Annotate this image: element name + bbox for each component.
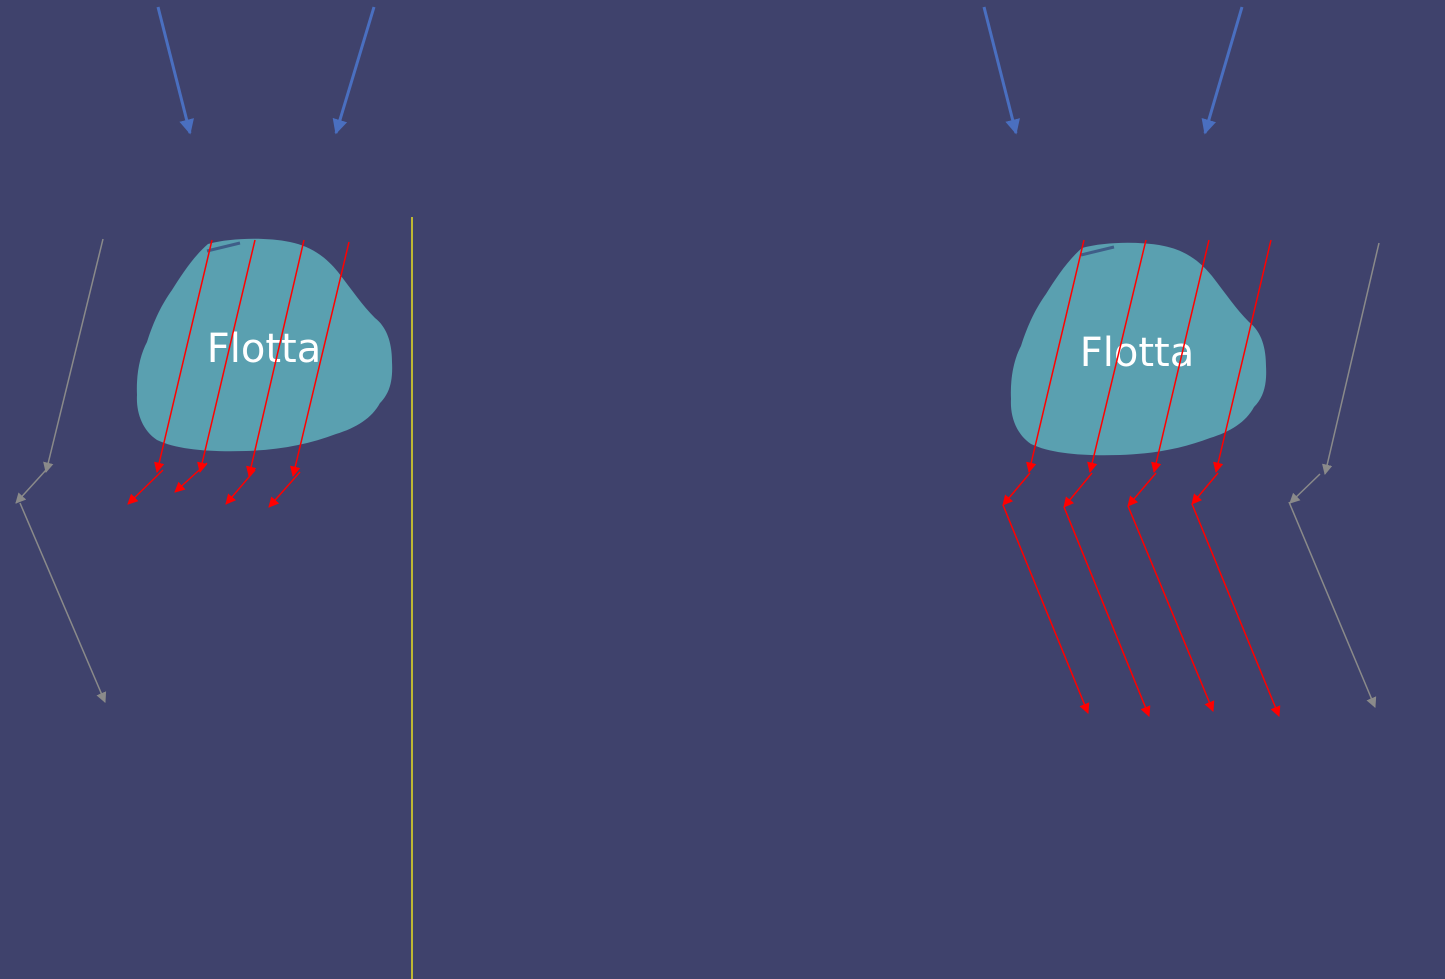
fleet-shape (1010, 242, 1267, 456)
grey-arrow (1322, 242, 1380, 476)
grey-arrow (1289, 473, 1321, 504)
incoming-arrow (156, 6, 194, 135)
red-reflect-arrow (225, 469, 256, 505)
red-arrow (154, 239, 213, 474)
red-out-arrow (1191, 503, 1281, 717)
red-out-arrow (1063, 506, 1151, 717)
fleet-notch (206, 241, 241, 253)
red-arrow (1087, 239, 1147, 474)
red-arrows-right (1002, 239, 1281, 717)
red-reflect-arrow (1002, 472, 1031, 506)
red-reflect-arrow (127, 469, 164, 505)
incoming-arrows-left (156, 6, 376, 135)
fleet-label: Flotta (1080, 330, 1194, 376)
grey-arrow (19, 502, 107, 703)
red-arrows-left (127, 239, 350, 508)
red-reflect-arrow (1191, 472, 1219, 505)
grey-arrow (1288, 501, 1377, 708)
fleet-left: Flotta (136, 238, 393, 452)
red-arrow (290, 241, 350, 478)
red-out-arrow (1002, 504, 1090, 714)
grey-arrow (43, 238, 104, 474)
grey-path-right (1288, 242, 1380, 708)
grey-arrow (15, 469, 47, 504)
red-arrow (1213, 239, 1272, 474)
fleet-label: Flotta (207, 326, 321, 372)
incoming-arrow (332, 6, 376, 135)
fleet-shape (136, 238, 393, 452)
red-arrow (1151, 239, 1210, 474)
red-out-arrow (1127, 505, 1215, 712)
red-arrow (1026, 239, 1085, 474)
fleet-right: Flotta (1010, 242, 1267, 456)
fleet-notch (1080, 245, 1115, 257)
incoming-arrows-right (982, 6, 1244, 135)
red-reflect-arrow (1127, 472, 1157, 507)
red-reflect-arrow (268, 471, 301, 508)
red-arrow (246, 239, 305, 478)
incoming-arrow (1201, 6, 1244, 135)
red-arrow (197, 239, 256, 474)
grey-path-left (15, 238, 107, 703)
red-reflect-arrow (174, 462, 208, 493)
red-reflect-arrow (1063, 472, 1093, 508)
incoming-arrow (982, 6, 1020, 135)
